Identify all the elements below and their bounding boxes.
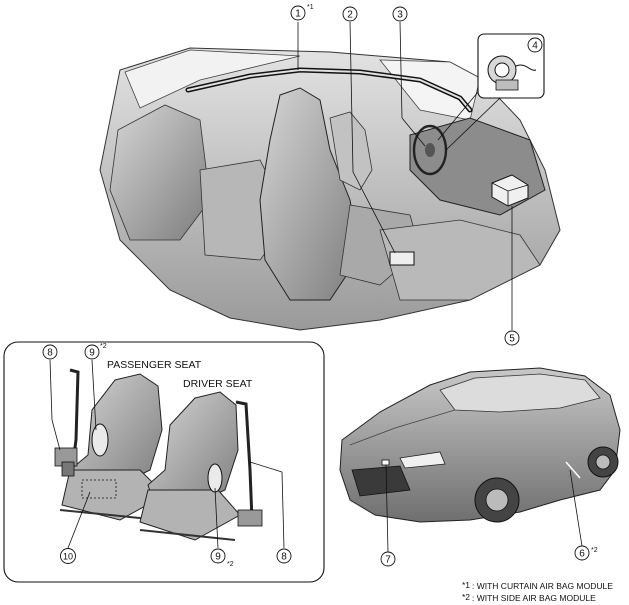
- footnote-2-mark: *2: [462, 592, 470, 602]
- clock-spring: [487, 55, 537, 91]
- callout-9-passenger: 9 *2: [84, 343, 107, 360]
- driver-seat-illustration: [139, 391, 241, 541]
- vehicle-interior-illustration: [99, 47, 561, 331]
- passenger-seat-belt-pretensioner: [54, 368, 80, 477]
- callout-6-number: 6: [579, 549, 585, 560]
- callout-3-number: 3: [397, 10, 403, 21]
- passenger-seat-label: PASSENGER SEAT: [107, 359, 202, 371]
- callout-1: 1 *1: [290, 4, 314, 21]
- callout-8-passenger: 8: [42, 344, 58, 360]
- callout-10: 10: [60, 548, 76, 564]
- callout-2: 2: [342, 6, 358, 22]
- sas-unit: [389, 251, 415, 266]
- callout-7-number: 7: [385, 555, 391, 566]
- callout-4-number: 4: [532, 41, 538, 52]
- seats-inset-panel: [3, 341, 325, 583]
- front-air-bag-sensor: [381, 459, 390, 466]
- footnote-2-text: : WITH SIDE AIR BAG MODULE: [472, 593, 596, 603]
- callout-7: 7: [380, 551, 396, 567]
- footnote-1: *1 : WITH CURTAIN AIR BAG MODULE: [462, 580, 613, 591]
- driver-seat-label: DRIVER SEAT: [183, 378, 253, 390]
- callout-5: 5: [504, 330, 520, 346]
- callout-8a-number: 8: [47, 348, 53, 359]
- footnote-2: *2 : WITH SIDE AIR BAG MODULE: [462, 592, 596, 603]
- callout-9a-mark: *2: [100, 343, 107, 350]
- callout-6-mark: *2: [591, 547, 598, 554]
- vehicle-exterior-illustration: [339, 367, 621, 523]
- callout-1-mark: *1: [307, 4, 314, 11]
- callout-6: 6 *2: [574, 545, 598, 561]
- callout-1-number: 1: [295, 9, 301, 20]
- callout-3: 3: [392, 6, 408, 22]
- footnote-1-text: : WITH CURTAIN AIR BAG MODULE: [472, 581, 613, 591]
- callout-9b-number: 9: [215, 552, 221, 563]
- driver-seat-belt-pretensioner: [235, 400, 263, 527]
- footnote-1-mark: *1: [462, 580, 470, 590]
- callout-8-driver: 8: [276, 548, 292, 564]
- callout-9b-mark: *2: [227, 561, 234, 568]
- callout-5-number: 5: [509, 334, 515, 345]
- callout-9-driver: 9 *2: [210, 548, 234, 568]
- callout-8b-number: 8: [281, 552, 287, 563]
- callout-10-number: 10: [63, 552, 73, 562]
- passenger-seat-illustration: [59, 373, 166, 521]
- callout-9a-number: 9: [89, 348, 95, 359]
- callout-2-number: 2: [347, 10, 353, 21]
- callout-4: 4: [527, 37, 543, 53]
